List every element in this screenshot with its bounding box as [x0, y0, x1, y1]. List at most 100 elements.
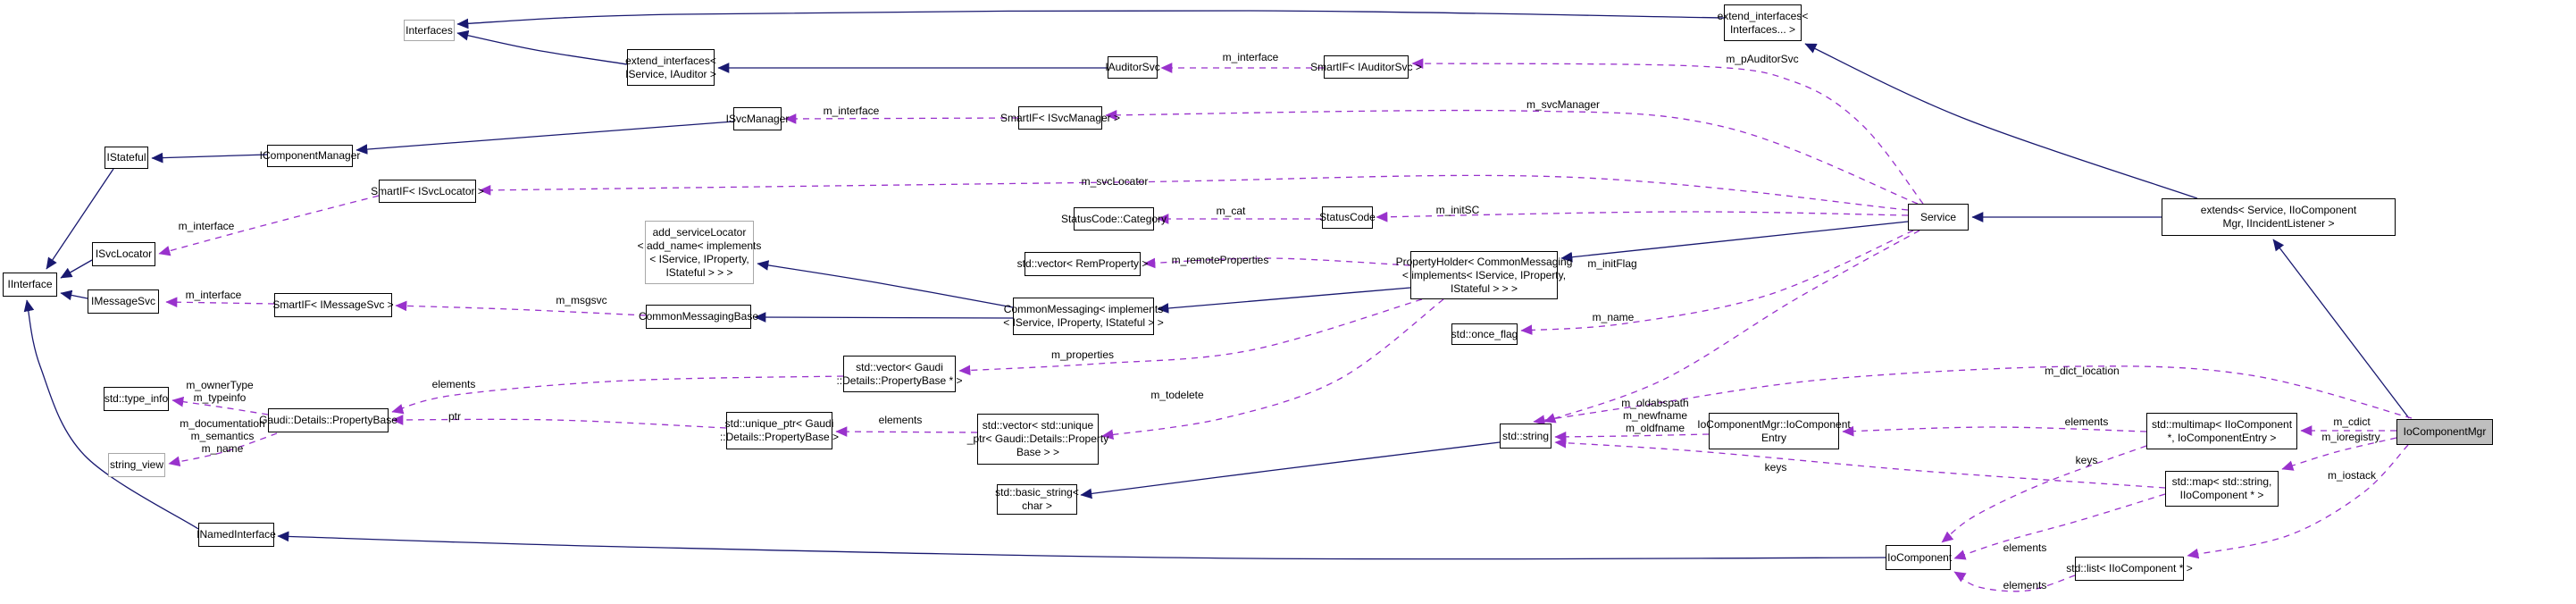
- edge-commonmessaging-to-add_servicelocator: [757, 260, 1014, 308]
- edge-service-to-smartif_isvcmanager: [1105, 109, 1919, 205]
- node-iauditorsvc[interactable]: IAuditorSvc: [1105, 56, 1160, 79]
- node-multimap[interactable]: std::multimap< IIoComponent*, IoComponen…: [2146, 413, 2297, 449]
- edge-iocomponententry-to-std_string: [1554, 431, 1710, 442]
- node-add_servicelocator[interactable]: add_serviceLocator< add_name< implements…: [638, 221, 761, 284]
- node-unique_ptr[interactable]: std::unique_ptr< Gaudi::Details::Propert…: [720, 412, 839, 449]
- node-smartif_imessagesvc[interactable]: SmartIF< IMessageSvc >: [272, 293, 394, 317]
- edge-iocomponentmgr-to-list_iiocomponent: [2187, 444, 2409, 559]
- node-list_iiocomponent[interactable]: std::list< IIoComponent * >: [2066, 557, 2193, 581]
- edge-commonmessagingbase-to-smartif_imessagesvc: [395, 300, 647, 316]
- node-commonmessagingbase[interactable]: CommonMessagingBase: [639, 305, 758, 329]
- node-label: SmartIF< ISvcLocator >: [371, 184, 484, 197]
- edge-iocomponentmgr-to-extends: [2272, 239, 2410, 419]
- node-string_view[interactable]: string_view: [108, 453, 165, 477]
- node-commonmessaging[interactable]: CommonMessaging< implements< IService, I…: [1003, 298, 1164, 335]
- node-label: Entry: [1761, 431, 1786, 444]
- node-statuscode_category[interactable]: StatusCode::Category: [1061, 207, 1167, 231]
- edge-service-to-std_string: [1543, 230, 1920, 424]
- node-std_string[interactable]: std::string: [1500, 424, 1551, 449]
- node-ext_ifaces[interactable]: extend_interfaces<Interfaces... >: [1718, 4, 1808, 41]
- node-map_string[interactable]: std::map< std::string,IIoComponent * >: [2165, 471, 2279, 507]
- node-basic_string[interactable]: std::basic_string<char >: [995, 484, 1079, 515]
- node-imessagesvc[interactable]: IMessageSvc: [88, 289, 159, 314]
- node-label: ISvcLocator: [95, 247, 153, 260]
- node-label: Mgr, IIncidentListener >: [2222, 217, 2335, 230]
- node-label: IStateful > > >: [665, 265, 733, 279]
- node-service[interactable]: Service: [1908, 204, 1969, 231]
- node-label: < IService, IProperty, IStateful > >: [1003, 316, 1164, 329]
- node-label: std::unique_ptr< Gaudi: [724, 417, 834, 430]
- node-ext_svc_auditor[interactable]: extend_interfaces<IService, IAuditor >: [625, 49, 716, 86]
- edge-multimap-to-iocomponententry: [1842, 425, 2147, 437]
- node-label: std::vector< Gaudi: [856, 360, 943, 373]
- node-label: StatusCode::Category: [1060, 212, 1167, 225]
- node-label: extend_interfaces<: [625, 54, 716, 67]
- node-vector_unique[interactable]: std::vector< std::unique_ptr< Gaudi::Det…: [967, 414, 1108, 465]
- node-iocomponentmgr: IoComponentMgr: [2396, 419, 2493, 445]
- node-once_flag[interactable]: std::once_flag: [1451, 323, 1518, 345]
- node-type_info[interactable]: std::type_info: [104, 387, 169, 411]
- node-interfaces[interactable]: Interfaces: [404, 20, 455, 41]
- edge-propertybase-to-type_info: [171, 396, 269, 415]
- node-label: char >: [1022, 499, 1052, 512]
- node-label: IoComponentMgr::IoComponent: [1697, 417, 1851, 431]
- node-label: std::map< std::string,: [2171, 475, 2272, 488]
- node-smartif_isvcmanager[interactable]: SmartIF< ISvcManager >: [1000, 106, 1120, 130]
- node-label: IIoComponent: [1884, 550, 1953, 564]
- edge-ext_ifaces-to-interfaces: [456, 10, 1725, 29]
- node-smartif_isvclocator[interactable]: SmartIF< ISvcLocator >: [371, 180, 484, 203]
- node-label: string_view: [109, 458, 164, 471]
- node-label: IInterface: [7, 278, 53, 290]
- node-label: ::Details::PropertyBase >: [719, 431, 840, 443]
- node-smartif_iauditorsvc[interactable]: SmartIF< IAuditorSvc >: [1310, 55, 1422, 79]
- edge-propertyholder-to-commonmessaging: [1157, 287, 1411, 314]
- edge-iiocomponent-to-inamedinterface: [277, 531, 1886, 560]
- node-propertybase[interactable]: Gaudi::Details::PropertyBase: [259, 408, 397, 432]
- node-isvcmanager[interactable]: ISvcManager: [726, 107, 789, 130]
- node-label: SmartIF< IMessageSvc >: [272, 298, 394, 311]
- edge-unique_ptr-to-propertybase: [391, 415, 727, 429]
- node-label: < implements< IService, IProperty,: [1401, 268, 1567, 281]
- edge-map_string-to-std_string: [1554, 437, 2166, 489]
- node-icomponentmanager[interactable]: IComponentManager: [260, 145, 360, 167]
- node-label: std::vector< RemProperty >: [1016, 257, 1149, 270]
- node-label: IMessageSvc: [90, 295, 156, 307]
- node-label: std::list< IIoComponent * >: [2066, 562, 2193, 575]
- node-label: std::string: [1501, 429, 1550, 442]
- node-label: IComponentManager: [259, 149, 361, 162]
- node-label: Base > >: [1016, 446, 1060, 458]
- node-istateful[interactable]: IStateful: [105, 147, 148, 169]
- node-label: std::type_info: [104, 392, 169, 405]
- node-statuscode[interactable]: StatusCode: [1319, 206, 1376, 229]
- edge-propertyholder-to-vector_unique: [1101, 298, 1444, 440]
- node-propertyholder[interactable]: PropertyHolder< CommonMessaging< impleme…: [1396, 251, 1572, 299]
- node-label: extend_interfaces<: [1717, 9, 1809, 22]
- edge-iocomponentmgr-to-std_string: [1533, 365, 2413, 425]
- edge-smartif_isvclocator-to-isvclocator: [158, 195, 380, 256]
- edge-std_string-to-basic_string: [1080, 441, 1501, 499]
- node-label: Service: [1919, 210, 1956, 223]
- edge-smartif_isvcmanager-to-isvcmanager: [784, 113, 1019, 124]
- node-label: IStateful: [106, 151, 146, 164]
- node-inamedinterface[interactable]: INamedInterface: [197, 523, 276, 547]
- edge-smartif_imessagesvc-to-imessagesvc: [165, 297, 275, 308]
- node-iinterface[interactable]: IInterface: [3, 273, 57, 297]
- node-vector_remproperty[interactable]: std::vector< RemProperty >: [1017, 252, 1148, 276]
- node-vector_pb_ptr[interactable]: std::vector< Gaudi::Details::PropertyBas…: [836, 356, 963, 392]
- edge-service-to-once_flag: [1520, 230, 1914, 336]
- edge-propertybase-to-string_view: [168, 432, 278, 467]
- edge-service-to-smartif_isvclocator: [479, 174, 1909, 211]
- edge-propertyholder-to-vector_remproperty: [1143, 257, 1411, 269]
- node-label: < IService, IProperty,: [649, 252, 749, 265]
- edge-map_string-to-iiocomponent: [1953, 493, 2166, 560]
- node-iiocomponent[interactable]: IIoComponent: [1884, 545, 1953, 570]
- node-label: add_serviceLocator: [652, 225, 747, 239]
- edge-commonmessaging-to-commonmessagingbase: [754, 312, 1014, 323]
- edge-list_iiocomponent-to-iiocomponent: [1953, 571, 2076, 592]
- edge-istateful-to-iinterface: [46, 168, 114, 270]
- node-isvclocator[interactable]: ISvcLocator: [92, 242, 155, 266]
- edge-service-to-propertyholder: [1560, 221, 1909, 263]
